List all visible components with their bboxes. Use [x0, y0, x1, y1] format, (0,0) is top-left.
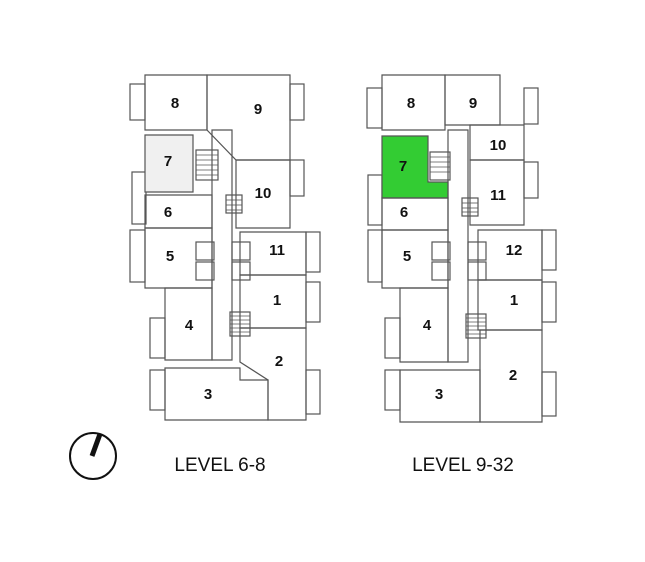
level-title-right: LEVEL 9-32 [412, 455, 514, 476]
unit-6 [144, 194, 213, 229]
unit-label: 10 [255, 185, 272, 202]
unit-label: 1 [510, 292, 518, 309]
unit-9 [206, 74, 291, 161]
unit-labels-level-9-32: 8 9 10 7 11 6 12 5 1 4 2 3 [399, 95, 523, 403]
unit-5 [144, 227, 213, 289]
unit-label: 9 [254, 101, 262, 118]
unit-label: 7 [164, 153, 172, 170]
unit-label: 2 [275, 353, 283, 370]
unit-label-highlighted: 7 [399, 158, 407, 175]
plan-level-6-8 [129, 74, 321, 421]
unit-label: 8 [171, 95, 179, 112]
service-core [225, 194, 243, 214]
unit-7 [144, 134, 194, 193]
unit-label: 10 [490, 137, 507, 154]
unit-label: 4 [185, 317, 194, 334]
unit-label: 9 [469, 95, 477, 112]
unit-label: 6 [400, 204, 408, 221]
stair-core [429, 151, 451, 181]
unit-label: 5 [166, 248, 174, 265]
unit-label: 5 [403, 248, 411, 265]
unit-labels-level-6-8: 8 9 7 10 6 5 11 1 4 2 3 [164, 95, 285, 403]
unit-label: 2 [509, 367, 517, 384]
unit-label: 4 [423, 317, 432, 334]
unit-8 [381, 74, 446, 131]
unit-label: 11 [269, 242, 285, 259]
unit-label: 3 [204, 386, 212, 403]
unit-label: 1 [273, 292, 281, 309]
service-core [461, 197, 479, 217]
plan-level-9-32 [366, 74, 557, 423]
unit-label: 11 [490, 187, 506, 204]
unit-label: 3 [435, 386, 443, 403]
unit-label: 6 [164, 204, 172, 221]
corridor [447, 129, 469, 363]
level-title-left: LEVEL 6-8 [174, 455, 265, 476]
unit-3 [399, 369, 481, 423]
unit-2 [239, 327, 307, 421]
corridor [211, 129, 233, 361]
north-arrow-icon [69, 432, 117, 480]
unit-3 [164, 367, 269, 421]
unit-5 [381, 229, 449, 289]
unit-label: 8 [407, 95, 415, 112]
unit-label: 12 [506, 242, 523, 259]
unit-6 [381, 197, 449, 231]
